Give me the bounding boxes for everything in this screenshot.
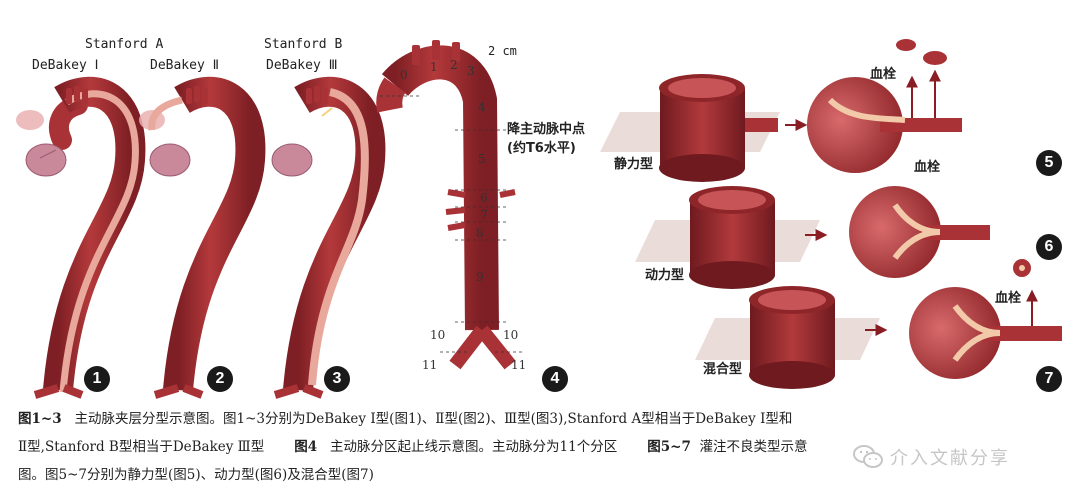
fig5-type-label: 静力型 (614, 153, 653, 172)
zone-label-1: 1 (430, 60, 438, 74)
fig1-stanford-label: Stanford A (85, 37, 163, 52)
caption-fig13-text2: Ⅱ型,Stanford B型相当于DeBakey Ⅲ型 (18, 439, 264, 455)
fig7-number-badge: 7 (1036, 366, 1062, 392)
fig3-debakey-label: DeBakey Ⅲ (266, 58, 338, 73)
fig2-number-badge: 2 (207, 366, 233, 392)
caption-fig57-text2: 图。图5~7分别为静力型(图5)、动力型(图6)及混合型(图7) (18, 467, 374, 483)
zone-label-11-right: 11 (511, 358, 526, 372)
figure-panel: Stanford A DeBakey Ⅰ DeBakey Ⅱ Stanford … (0, 0, 1080, 400)
fig1-debakey-label: DeBakey Ⅰ (32, 58, 98, 73)
caption-line-1: 图1~3 主动脉夹层分型示意图。图1~3分别为DeBakey Ⅰ型(图1)、Ⅱ型… (18, 405, 1068, 433)
fig6-graphic (635, 186, 990, 289)
zone-label-3: 3 (467, 64, 475, 78)
zone-label-0: 0 (400, 68, 408, 82)
fig4-midpoint-label-line2: (约T6水平) (507, 137, 576, 156)
fig2-debakey-label: DeBakey Ⅱ (150, 58, 219, 73)
fig7-thrombus-label: 血栓 (995, 287, 1021, 306)
zone-label-5: 5 (478, 152, 486, 166)
fig5-thrombus-top-label: 血栓 (870, 63, 896, 82)
zone-label-6: 6 (480, 191, 488, 205)
zone-label-9: 9 (476, 270, 484, 284)
zone-label-7: 7 (480, 208, 488, 222)
fig5-thrombus-bottom-label: 血栓 (914, 156, 940, 175)
fig4-distance-label: 2 cm (488, 44, 517, 58)
caption-fig57-text: 灌注不良类型示意 (699, 439, 807, 455)
caption-fig57-title: 图5~7 (647, 439, 691, 455)
fig2-aorta (139, 86, 250, 395)
zone-label-11-left: 11 (422, 358, 437, 372)
fig5-number-badge: 5 (1036, 150, 1062, 176)
fig3-number-badge: 3 (324, 366, 350, 392)
caption-fig4-text: 主动脉分区起止线示意图。主动脉分为11个分区 (330, 439, 617, 455)
fig1-number-badge: 1 (84, 366, 110, 392)
wechat-icon (852, 443, 884, 471)
fig7-type-label: 混合型 (703, 358, 742, 377)
caption-fig13-title: 图1~3 (18, 411, 62, 427)
zone-label-10-left: 10 (430, 328, 445, 342)
zone-label-10-right: 10 (503, 328, 518, 342)
fig4-midpoint-label-line1: 降主动脉中点 (507, 118, 585, 137)
fig6-number-badge: 6 (1036, 234, 1062, 260)
fig6-type-label: 动力型 (645, 264, 684, 283)
fig4-number-badge: 4 (542, 366, 568, 392)
fig3-aorta (272, 86, 370, 395)
caption-fig4-title: 图4 (294, 439, 317, 455)
fig1-aorta (16, 86, 135, 395)
zone-label-8: 8 (476, 226, 484, 240)
zone-label-2: 2 (450, 58, 458, 72)
zone-label-4: 4 (478, 100, 486, 114)
fig4-aorta (380, 40, 525, 365)
caption-fig13-text: 主动脉夹层分型示意图。图1~3分别为DeBakey Ⅰ型(图1)、Ⅱ型(图2)、… (74, 411, 792, 427)
watermark: 介入文献分享 (852, 440, 1062, 474)
fig3-stanford-label: Stanford B (264, 37, 342, 52)
watermark-text: 介入文献分享 (890, 444, 1010, 470)
fig5-graphic (600, 38, 962, 182)
